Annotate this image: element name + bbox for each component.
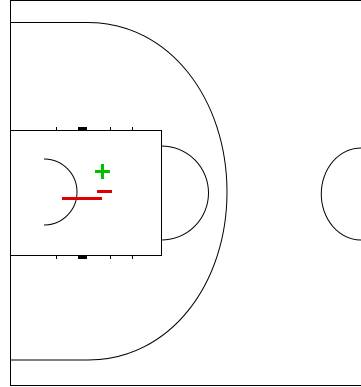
plus-marker-vertical <box>101 164 104 179</box>
free-throw-lane <box>10 130 162 256</box>
free-throw-semicircle <box>161 145 209 241</box>
three-point-arc <box>10 22 228 361</box>
minus-marker-small <box>97 190 112 193</box>
court-boundary <box>10 0 361 386</box>
minus-marker-long <box>62 197 102 200</box>
restricted-area-arc <box>43 158 78 226</box>
lane-block-bottom <box>78 255 87 259</box>
plus-marker <box>95 164 110 179</box>
center-circle <box>320 147 361 241</box>
lane-block-top <box>78 127 87 131</box>
lane-hash-marks-bottom <box>56 255 133 259</box>
lane-hash-marks-top <box>56 127 133 131</box>
